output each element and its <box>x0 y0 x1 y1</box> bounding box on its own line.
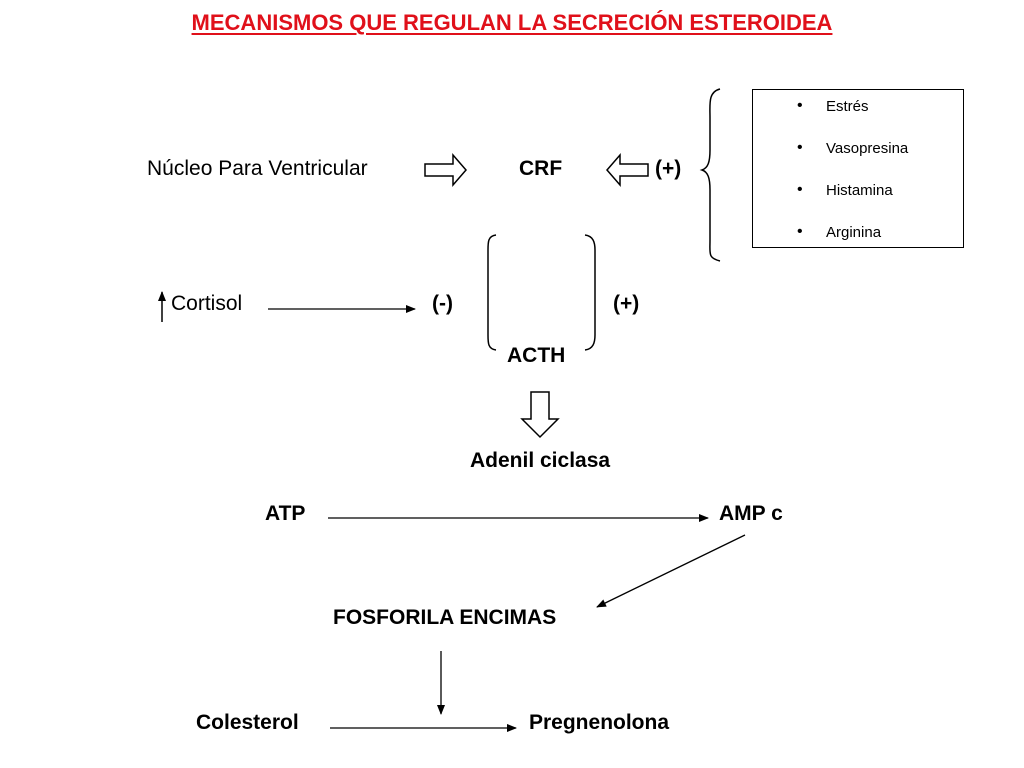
left-bracket-icon <box>487 234 497 351</box>
bullet-icon: • <box>797 223 803 240</box>
bullet-icon: • <box>797 181 803 198</box>
stimuli-box: • Estrés • Vasopresina • Histamina • Arg… <box>752 89 964 248</box>
cortisol-label: Cortisol <box>171 292 243 315</box>
block-arrow-down-icon <box>520 391 560 439</box>
crf-label: CRF <box>519 157 563 180</box>
crf-stimulus-sign: (+) <box>655 157 682 180</box>
block-arrow-right-icon <box>424 152 467 188</box>
right-bracket-icon <box>584 234 596 351</box>
pregnenolona-label: Pregnenolona <box>529 711 670 734</box>
amp-c-label: AMP c <box>719 502 783 525</box>
diagram-title: MECANISMOS QUE REGULAN LA SECRECIÓN ESTE… <box>191 10 833 35</box>
positive-stimulus-sign: (+) <box>613 292 640 315</box>
curly-brace-icon <box>699 88 721 262</box>
colesterol-label: Colesterol <box>196 711 299 734</box>
acth-label: ACTH <box>507 344 566 367</box>
bullet-icon: • <box>797 139 803 156</box>
amp-fosforila-arrow <box>596 534 746 608</box>
bullet-icon: • <box>797 97 803 114</box>
block-arrow-left-icon <box>606 152 649 188</box>
fosforila-encimas-label: FOSFORILA ENCIMAS <box>333 606 557 629</box>
atp-label: ATP <box>265 502 306 525</box>
negative-feedback-sign: (-) <box>432 292 453 315</box>
nucleo-label: Núcleo Para Ventricular <box>147 157 368 180</box>
adenil-ciclasa-label: Adenil ciclasa <box>470 449 611 472</box>
